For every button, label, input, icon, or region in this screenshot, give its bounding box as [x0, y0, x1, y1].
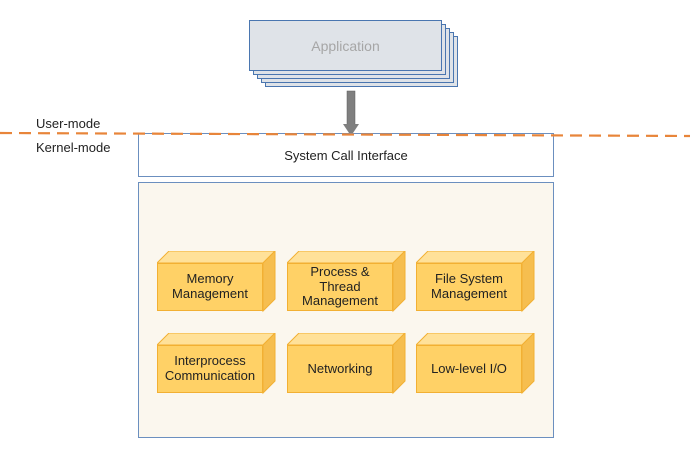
application-stack: Application [249, 20, 458, 90]
low-level-io-block-top-face [416, 333, 535, 346]
process-thread-management-block: Process & Thread Management [287, 251, 407, 313]
system-call-interface-box: System Call Interface [138, 133, 554, 177]
application-label: Application [311, 37, 380, 54]
process-thread-management-block-side-face [392, 251, 406, 313]
system-call-interface-label: System Call Interface [284, 147, 408, 163]
networking-block-top-face [287, 333, 406, 346]
process-thread-management-block-label: Process & Thread Management [287, 263, 393, 311]
kernel-mode-label: Kernel-mode [36, 140, 111, 155]
low-level-io-block-bevel [416, 333, 535, 395]
memory-management-block-bevel [157, 251, 276, 313]
user-mode-label: User-mode [36, 116, 101, 131]
memory-management-block-top-face [157, 251, 276, 264]
memory-management-block-label: Memory Management [157, 263, 263, 311]
application-box: Application [249, 20, 442, 71]
networking-block: Networking [287, 333, 407, 395]
file-system-management-block-bevel [416, 251, 535, 313]
low-level-io-block-label: Low-level I/O [416, 345, 522, 393]
syscall-arrow-shaft [346, 90, 356, 126]
file-system-management-block: File System Management [416, 251, 536, 313]
interprocess-communication-block-label: Interprocess Communication [157, 345, 263, 393]
process-thread-management-block-bevel [287, 251, 406, 313]
kernel-container: Memory Management Process & Thread Manage… [138, 182, 554, 438]
file-system-management-block-top-face [416, 251, 535, 264]
low-level-io-block: Low-level I/O [416, 333, 536, 395]
networking-block-label: Networking [287, 345, 393, 393]
file-system-management-block-label: File System Management [416, 263, 522, 311]
interprocess-communication-block-top-face [157, 333, 276, 346]
memory-management-block-side-face [262, 251, 276, 313]
interprocess-communication-block-bevel [157, 333, 276, 395]
memory-management-block: Memory Management [157, 251, 277, 313]
low-level-io-block-side-face [521, 333, 535, 395]
networking-block-side-face [392, 333, 406, 395]
process-thread-management-block-top-face [287, 251, 406, 264]
interprocess-communication-block-side-face [262, 333, 276, 395]
file-system-management-block-side-face [521, 251, 535, 313]
syscall-arrow-head [343, 124, 359, 136]
interprocess-communication-block: Interprocess Communication [157, 333, 277, 395]
